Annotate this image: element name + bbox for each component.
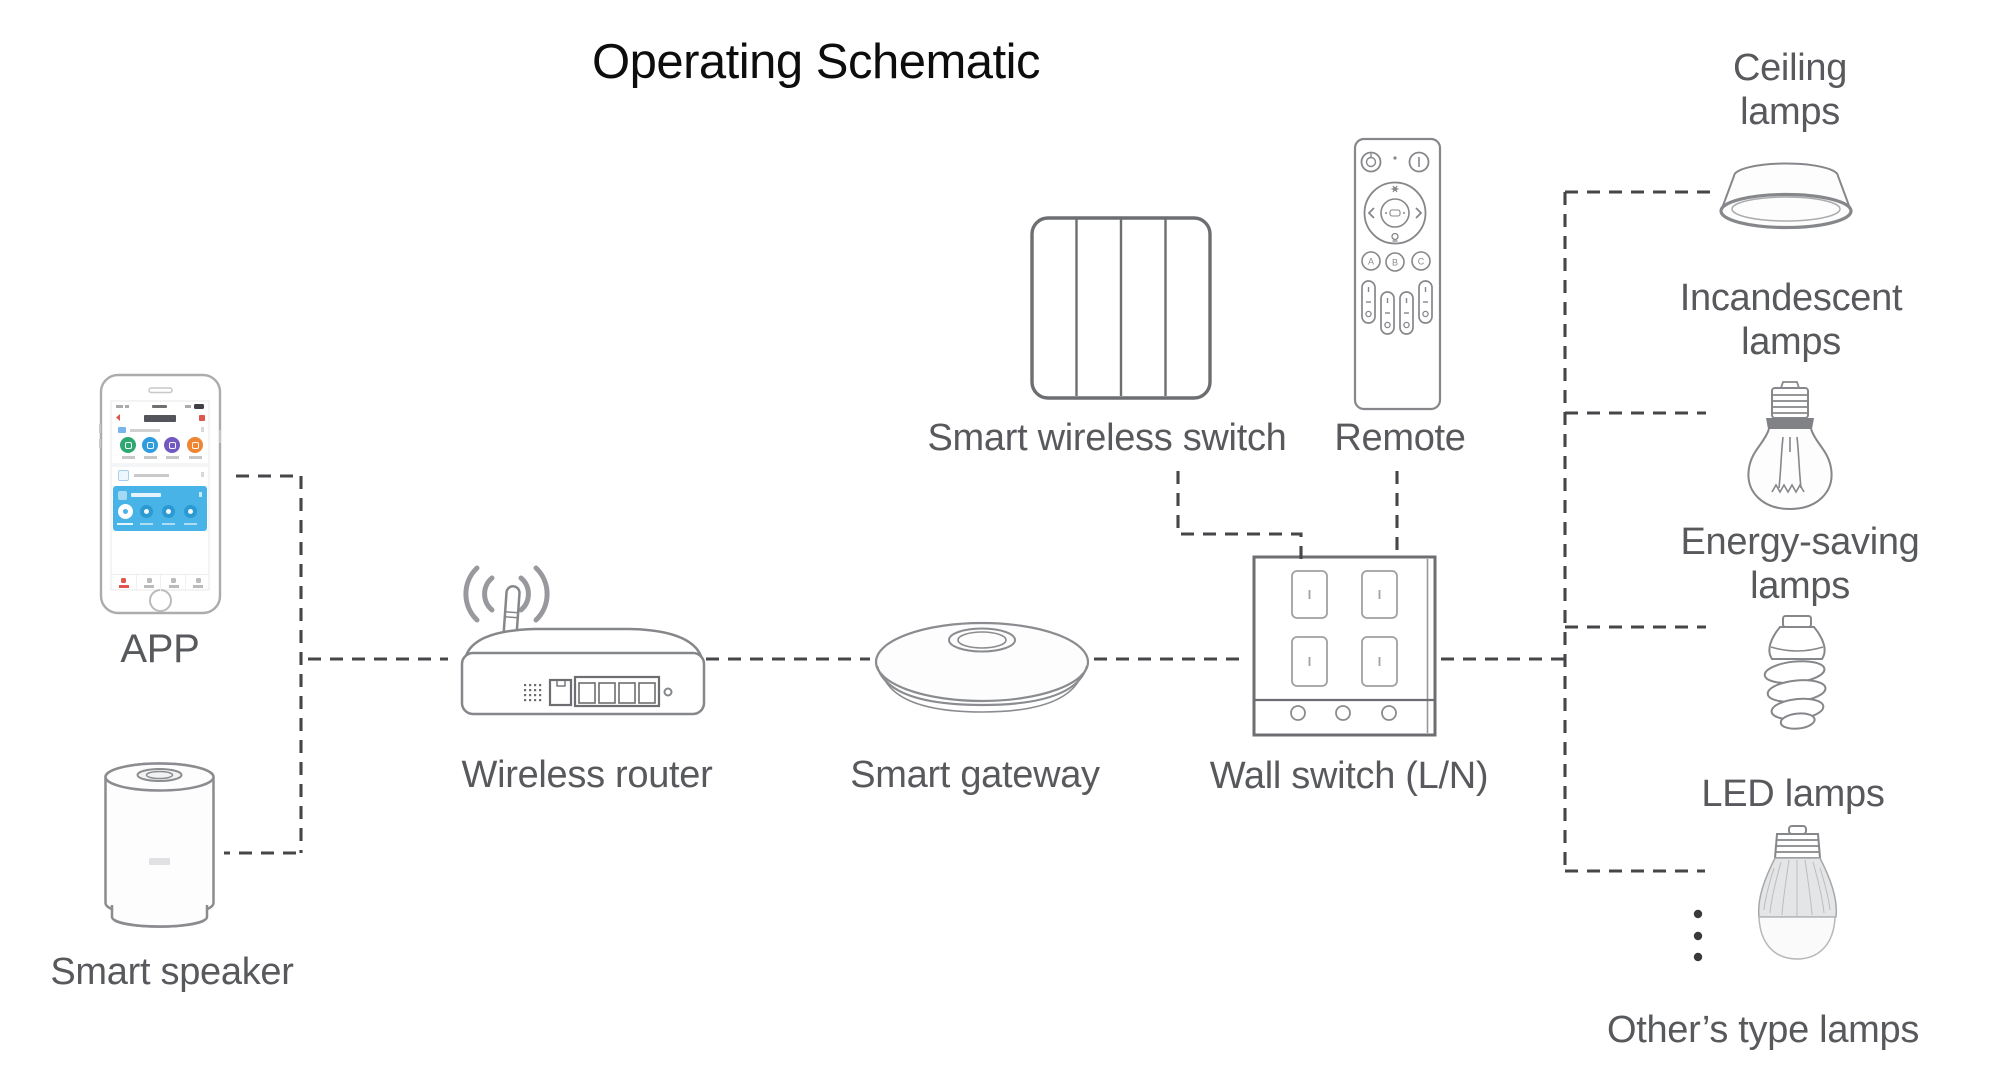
shortcut-caption bbox=[121, 456, 135, 459]
incandescent-lamp-icon bbox=[1747, 381, 1833, 511]
wall-switch-icon bbox=[1252, 555, 1437, 737]
banner-switch-button bbox=[140, 505, 153, 518]
remote-key-c: C bbox=[1418, 257, 1425, 267]
label-wall-switch: Wall switch (L/N) bbox=[1209, 755, 1489, 797]
label-ceiling-lamps: Ceiling lamps bbox=[1732, 47, 1848, 134]
wifi-signal-icon bbox=[463, 565, 550, 623]
banner-switch-button bbox=[162, 505, 175, 518]
label-smart-speaker: Smart speaker bbox=[50, 951, 294, 993]
label-smart-wireless-switch: Smart wireless switch bbox=[927, 417, 1287, 459]
wall-switch-screws bbox=[1290, 705, 1397, 721]
tab-home bbox=[111, 575, 136, 591]
banner-switch-caption bbox=[162, 522, 175, 525]
tab-scenes bbox=[135, 575, 162, 591]
chevron-right-icon bbox=[199, 492, 202, 497]
status-bar-wifi bbox=[125, 405, 129, 408]
smart-speaker-icon bbox=[104, 762, 215, 928]
tab-profile bbox=[184, 575, 211, 591]
label-energy-saving-lamps: Energy-saving lamps bbox=[1680, 521, 1920, 608]
ellipsis-dots-icon bbox=[1693, 909, 1703, 962]
label-app: APP bbox=[120, 627, 200, 671]
energy-saving-lamp-icon bbox=[1763, 615, 1827, 730]
router-vent-grid bbox=[524, 684, 542, 702]
label-remote: Remote bbox=[1334, 417, 1466, 459]
remote-icon: A B C bbox=[1353, 137, 1442, 411]
remote-on-button bbox=[1408, 151, 1430, 173]
nav-action-icon bbox=[199, 415, 205, 421]
remote-rocker-buttons bbox=[1361, 280, 1433, 335]
bulb-filament bbox=[1771, 436, 1805, 494]
banner-icon bbox=[118, 491, 127, 500]
label-wireless-router: Wireless router bbox=[461, 754, 713, 796]
banner-title-text bbox=[131, 493, 161, 497]
shortcut-caption bbox=[188, 456, 202, 459]
page-title: Operating Schematic bbox=[591, 35, 1041, 89]
label-smart-gateway: Smart gateway bbox=[850, 754, 1100, 796]
remote-abc-buttons: A B C bbox=[1361, 251, 1431, 272]
router-ethernet-ports bbox=[548, 675, 661, 708]
app-shortcut-green-icon bbox=[120, 437, 136, 453]
device-banner-card bbox=[113, 486, 207, 531]
gear-icon bbox=[1391, 185, 1399, 193]
phone-home-button bbox=[149, 589, 172, 612]
wireless-router-icon bbox=[460, 565, 706, 716]
connector-wireless-switch-to-wallswitch bbox=[1176, 471, 1303, 568]
nav-title-text bbox=[144, 415, 176, 422]
tab-bar bbox=[111, 574, 209, 591]
banner-switch-button bbox=[184, 505, 197, 518]
smart-gateway-icon bbox=[874, 621, 1090, 713]
router-indicator-light bbox=[663, 687, 673, 697]
status-bar-battery bbox=[194, 404, 204, 409]
cfl-spiral bbox=[1763, 660, 1827, 730]
shortcut-caption bbox=[143, 456, 157, 459]
room-selector-icon bbox=[118, 427, 126, 433]
shortcut-caption bbox=[165, 456, 179, 459]
app-shortcut-orange-icon bbox=[187, 437, 203, 453]
section-divider bbox=[111, 463, 209, 467]
label-led-lamps: LED lamps bbox=[1701, 773, 1885, 815]
banner-switch-on-button bbox=[118, 504, 133, 519]
label-incandescent-lamps: Incandescent lamps bbox=[1679, 277, 1903, 364]
status-bar-carrier bbox=[116, 405, 123, 408]
app-shortcut-blue-icon bbox=[142, 437, 158, 453]
app-shortcut-purple-icon bbox=[164, 437, 180, 453]
smart-wireless-switch-icon bbox=[1030, 216, 1212, 400]
device-card-icon bbox=[118, 470, 129, 481]
nav-back-icon bbox=[116, 414, 120, 421]
led-fins bbox=[1763, 859, 1831, 916]
remote-key-b: B bbox=[1392, 258, 1398, 268]
banner-switch-caption bbox=[184, 522, 197, 525]
ceiling-lamp-icon bbox=[1719, 162, 1853, 230]
room-selector-text bbox=[130, 428, 160, 432]
device-card-text bbox=[134, 473, 169, 477]
remote-power-button bbox=[1360, 151, 1382, 173]
remote-key-a: A bbox=[1368, 257, 1374, 267]
wall-switch-keys bbox=[1291, 570, 1398, 687]
chevron-right-icon bbox=[201, 427, 204, 432]
status-bar-time bbox=[152, 404, 167, 408]
remote-dpad bbox=[1363, 181, 1427, 245]
status-bar-signal bbox=[185, 405, 191, 408]
lamp-mini-icon bbox=[1391, 232, 1399, 245]
speaker-logo bbox=[149, 858, 170, 865]
banner-switch-caption bbox=[140, 522, 153, 525]
led-lamp-icon bbox=[1757, 825, 1838, 960]
chevron-right-icon bbox=[201, 472, 204, 477]
label-others-type-lamps: Other’s type lamps bbox=[1606, 1009, 1920, 1051]
app-phone-screen bbox=[111, 400, 209, 591]
tab-add bbox=[160, 575, 186, 591]
banner-switch-caption bbox=[117, 522, 133, 525]
